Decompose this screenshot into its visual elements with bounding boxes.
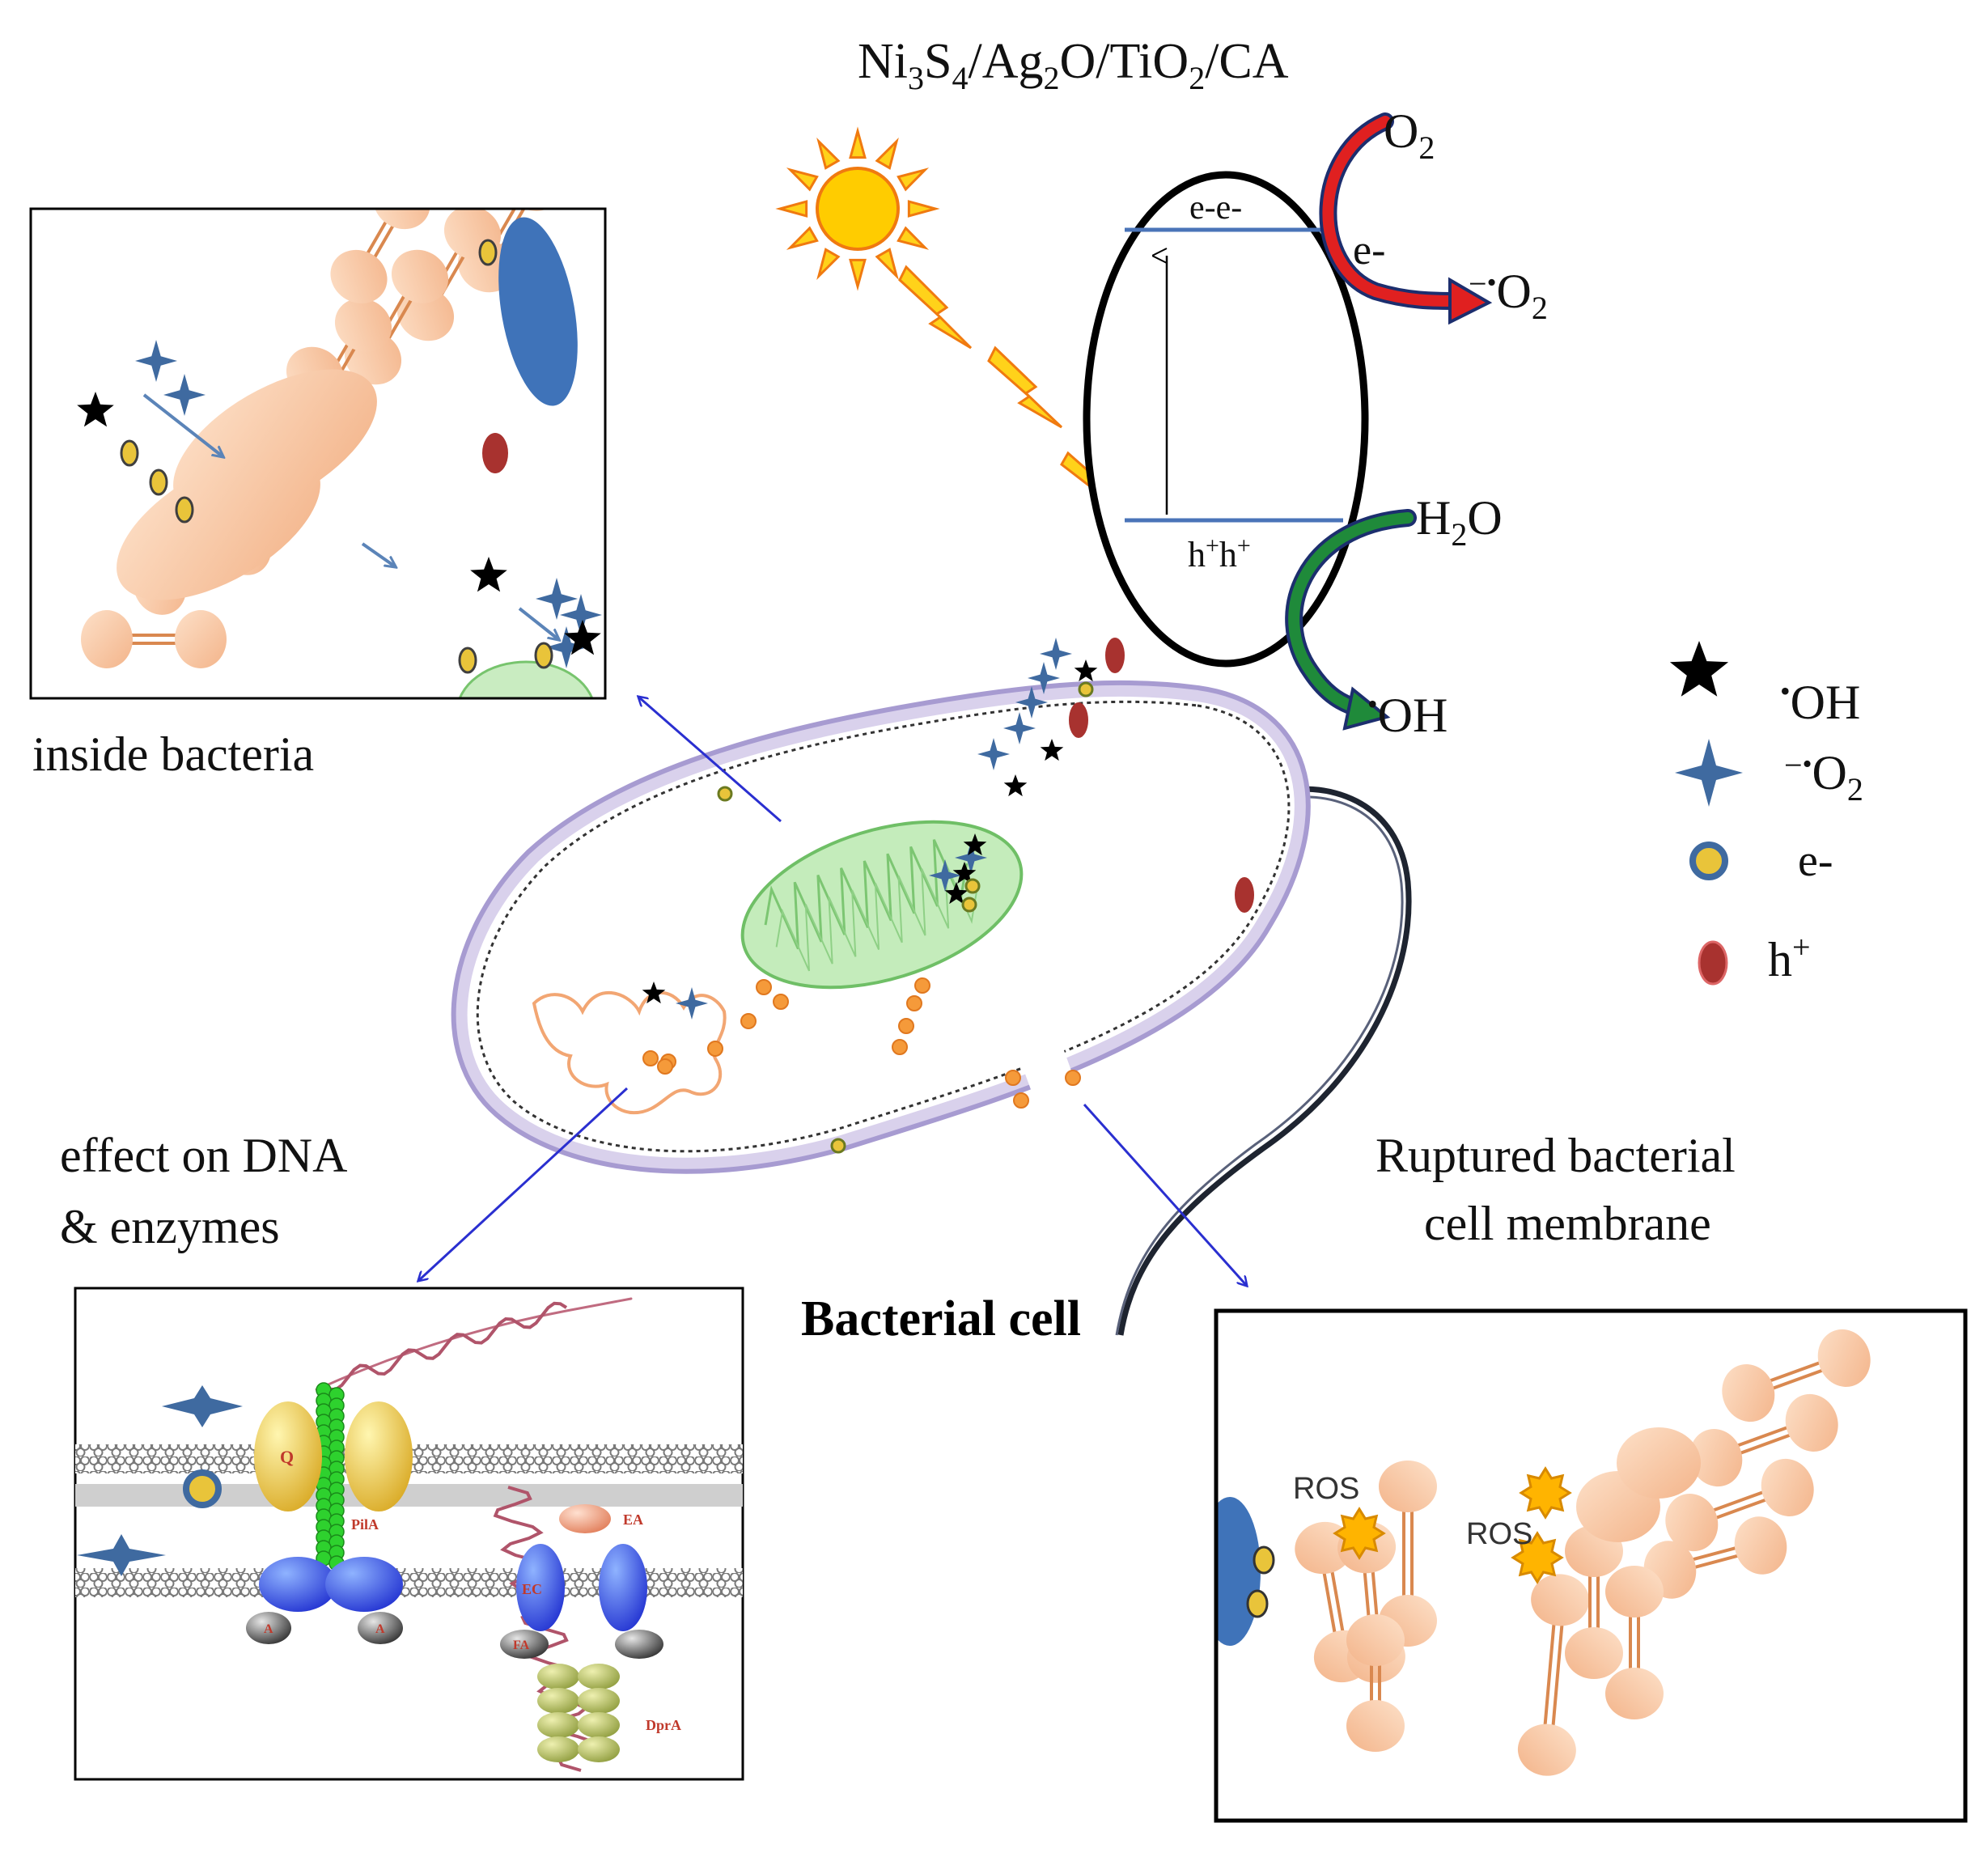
arrow-to-dna-panel [419,1087,629,1280]
formula-ag: /Ag [968,34,1043,89]
legend-electron-label: e- [1798,836,1833,886]
legend-hole-label: h+ [1768,929,1811,986]
dna-effect-label-line1: effect on DNA [60,1129,347,1182]
formula-2a: 2 [1043,60,1059,96]
protein-dpra-label: DprA [646,1717,681,1733]
cb-electrons: e-e- [1189,189,1242,227]
ruptured-label-line2: cell membrane [1424,1197,1711,1250]
protein-fa-label: FA [513,1639,530,1652]
legend-hydroxyl-star-icon [1669,641,1729,697]
protein-a2-label: A [375,1622,385,1636]
dna-effect-label-line2: & enzymes [60,1200,280,1253]
formula-ca: /CA [1205,34,1289,89]
panel-dna-enzymes: Q PilA A A EA EC FA DprA [74,1287,744,1781]
ros-label-2: ROS [1466,1517,1532,1551]
legend-superoxide-star-icon [1675,739,1743,807]
formula-tio: O/TiO [1059,34,1189,89]
o2-label: O2 [1384,104,1435,166]
ros-label-1: ROS [1293,1472,1359,1506]
formula-3: 3 [908,60,924,96]
legend-hydroxyl-label: •OH [1780,675,1860,729]
catalyst-formula: Ni3S4/Ag2O/TiO2/CA [858,34,1289,96]
legend-superoxide-label: −•O2 [1784,746,1863,808]
hydroxyl-label: •OH [1367,688,1448,742]
sun-icon [775,126,940,291]
vb-holes: h+h+ [1188,532,1251,574]
protein-a1-label: A [264,1622,273,1636]
formula-2b: 2 [1189,60,1205,96]
protein-pila-label: PilA [351,1516,379,1533]
legend: •OH −•O2 e- h+ [1669,641,1863,986]
flagellum [1117,786,1412,1336]
e-transfer-label: e- [1353,227,1385,273]
formula-4: 4 [952,60,968,96]
panel-inside-bacteria [29,207,607,700]
arrow-to-ruptured-panel [1083,1103,1246,1285]
h2o-oxidation-arrow [1285,509,1417,731]
mitochondrion [740,820,1024,990]
band-diagram: e-e- h+h+ [1083,171,1369,668]
protein-ec-label: EC [522,1581,542,1597]
formula-s: S [924,34,952,89]
formula-ni: Ni [858,34,908,89]
legend-hole-icon [1698,940,1728,986]
bacterial-cell-label: Bacterial cell [801,1291,1081,1346]
bacterial-cell [451,638,1412,1336]
h2o-label: H2O [1416,491,1503,553]
inside-bacteria-label: inside bacteria [32,727,314,781]
legend-electron-icon [1689,842,1728,880]
o2-reduction-arrow [1319,112,1493,325]
dna-strand [532,990,727,1115]
arrow-to-inside-bacteria [639,697,782,823]
ruptured-label-line1: Ruptured bacterial [1375,1129,1736,1182]
protein-ea-label: EA [623,1511,643,1528]
protein-q-label: Q [280,1447,294,1467]
panel-ruptured-membrane: ROS ROS [1214,1308,1968,1823]
superoxide-label: −•O2 [1469,265,1548,326]
